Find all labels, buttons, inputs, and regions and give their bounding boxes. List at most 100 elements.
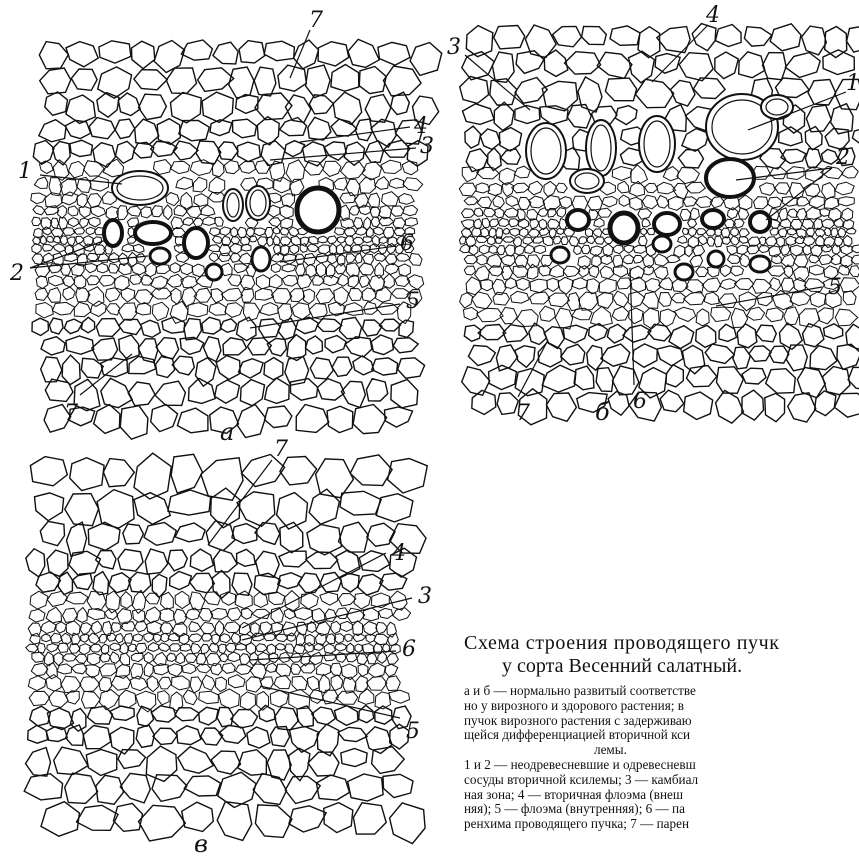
plant-cell xyxy=(151,288,172,299)
vessel-lignified xyxy=(567,210,589,230)
plant-cell xyxy=(31,193,46,204)
plant-cell xyxy=(141,207,152,218)
callout-label: 6 xyxy=(402,637,416,662)
plant-cell xyxy=(99,41,131,63)
plant-cell xyxy=(820,209,830,217)
plant-cell xyxy=(312,707,336,725)
plant-cell xyxy=(698,236,707,245)
panel-letter-c: в xyxy=(194,830,208,858)
plant-cell xyxy=(605,78,636,101)
plant-cell xyxy=(359,705,374,722)
plant-cell xyxy=(525,245,535,254)
plant-cell xyxy=(678,150,703,168)
plant-cell xyxy=(124,633,133,643)
plant-cell xyxy=(188,303,208,317)
plant-cell xyxy=(688,219,697,227)
plant-cell xyxy=(265,378,290,403)
plant-cell xyxy=(633,255,643,263)
plant-cell xyxy=(282,275,298,286)
plant-cell xyxy=(190,549,213,571)
plant-cell xyxy=(374,253,386,261)
plant-cell xyxy=(274,675,291,688)
plant-cell xyxy=(385,664,398,676)
plant-cell xyxy=(720,279,737,290)
plant-cell xyxy=(371,217,380,227)
vessel-lignified xyxy=(150,248,170,264)
plant-cell xyxy=(79,644,91,655)
plant-cell xyxy=(199,691,219,703)
plant-cell xyxy=(462,209,475,218)
plant-cell xyxy=(464,255,477,264)
plant-cell xyxy=(280,522,303,552)
plant-cell xyxy=(139,94,167,119)
plant-cell xyxy=(790,245,803,256)
plant-cell xyxy=(638,27,660,58)
plant-cell xyxy=(86,227,95,234)
plant-cell xyxy=(204,592,220,605)
plant-cell xyxy=(203,337,221,362)
plant-cell xyxy=(749,346,771,362)
plant-cell xyxy=(298,573,321,592)
vessel-lignified xyxy=(104,220,122,246)
callout-label: 6 xyxy=(400,231,414,256)
caption-line: а и б — нормально развитый соответстве xyxy=(464,684,859,699)
plant-cell xyxy=(607,324,625,343)
plant-cell xyxy=(194,194,208,207)
plant-cell xyxy=(340,573,359,592)
plant-cell xyxy=(103,159,123,177)
plant-cell xyxy=(218,772,256,807)
plant-cell xyxy=(174,205,187,216)
plant-cell xyxy=(177,408,208,433)
plant-cell xyxy=(763,53,787,80)
plant-cell xyxy=(587,196,602,211)
plant-cell xyxy=(85,264,98,273)
plant-cell xyxy=(323,161,341,176)
plant-cell xyxy=(297,275,312,289)
plant-cell xyxy=(90,176,108,191)
plant-cell xyxy=(506,196,519,207)
plant-cell xyxy=(546,393,576,421)
plant-cell xyxy=(363,237,373,243)
plant-cell xyxy=(233,119,257,138)
plant-cell xyxy=(292,676,307,690)
plant-cell xyxy=(535,245,546,253)
plant-cell xyxy=(54,653,63,666)
plant-cell xyxy=(121,288,135,302)
plant-cell xyxy=(97,93,119,118)
plant-cell xyxy=(192,264,204,277)
plant-cell xyxy=(347,643,354,653)
plant-cell xyxy=(158,691,169,705)
plant-cell xyxy=(509,219,519,227)
plant-cell xyxy=(465,126,481,148)
plant-cell xyxy=(127,206,141,216)
caption-body: а и б — нормально развитый соответстве н… xyxy=(464,684,859,832)
callout-label: 4 xyxy=(705,3,720,28)
plant-cell xyxy=(224,161,239,174)
plant-cell xyxy=(803,324,824,347)
plant-cell xyxy=(280,228,289,236)
panel-c-cell-network xyxy=(24,453,427,843)
plant-cell xyxy=(731,266,744,276)
plant-cell xyxy=(307,525,342,555)
plant-cell xyxy=(69,161,85,178)
plant-cell xyxy=(72,664,88,674)
plant-cell xyxy=(110,643,121,651)
plant-cell xyxy=(87,276,100,285)
plant-cell xyxy=(847,27,859,52)
plant-cell xyxy=(176,177,193,189)
plant-cell xyxy=(87,253,99,260)
plant-cell xyxy=(561,237,568,245)
plant-cell xyxy=(308,117,331,140)
caption-line: но у вирозного и здорового растения; в xyxy=(464,699,859,714)
plant-cell xyxy=(285,591,300,612)
plant-cell xyxy=(381,160,402,173)
plant-cell xyxy=(270,690,288,707)
plant-cell xyxy=(331,621,341,633)
plant-cell xyxy=(530,292,550,304)
plant-cell xyxy=(344,303,364,316)
plant-cell xyxy=(242,608,253,619)
plant-cell xyxy=(345,236,354,246)
plant-cell xyxy=(816,235,825,246)
plant-cell xyxy=(378,245,387,254)
plant-cell xyxy=(686,182,706,193)
